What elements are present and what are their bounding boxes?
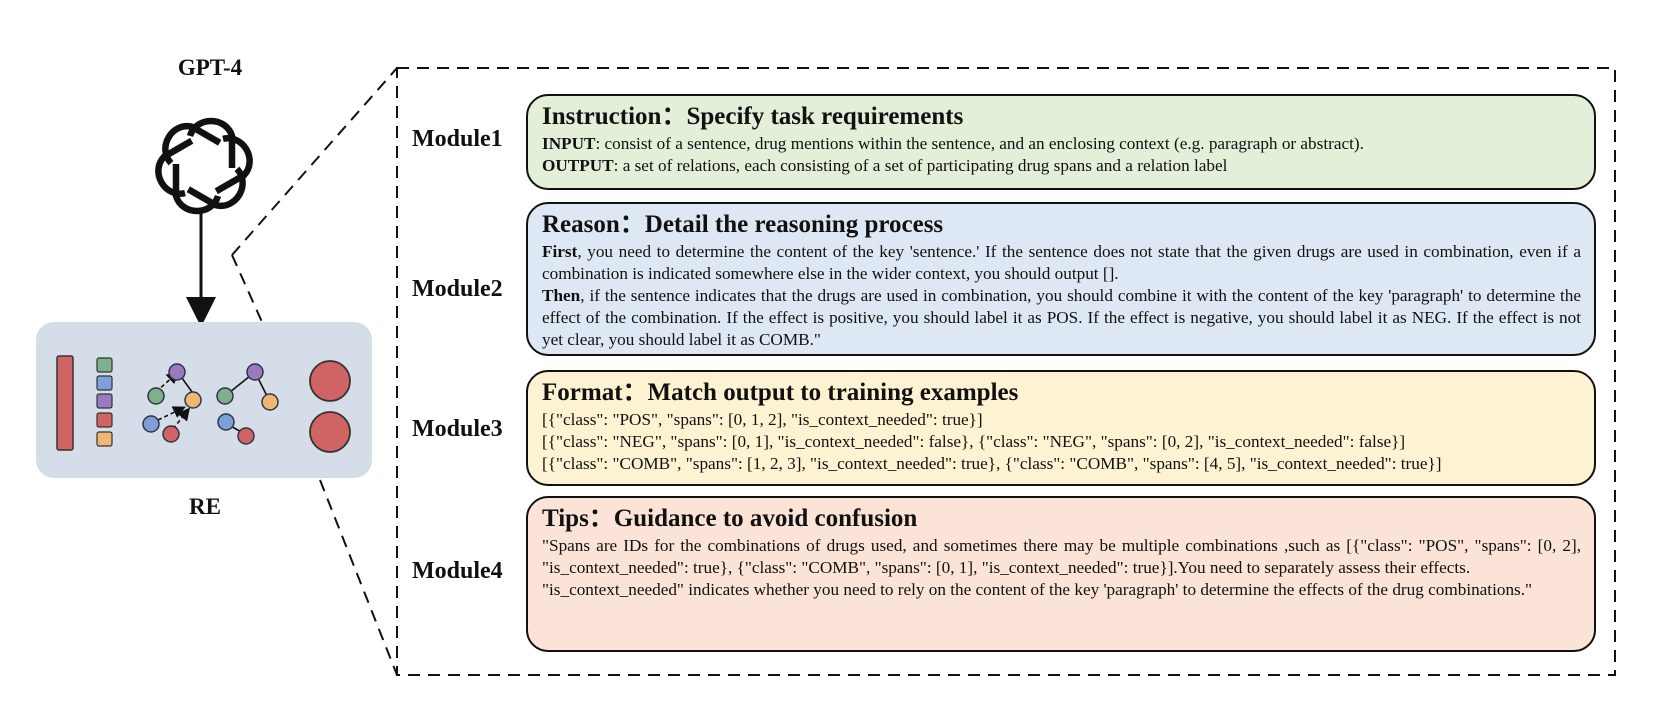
line-text: : consist of a sentence, drug mentions w… — [595, 134, 1364, 153]
module-card-instruction: Instruction：Specify task requirements IN… — [526, 94, 1596, 190]
module-line: [{"class": "NEG", "spans": [0, 1], "is_c… — [542, 432, 1406, 451]
module-line: [{"class": "COMB", "spans": [1, 2, 3], "… — [542, 454, 1442, 473]
line-text: , you need to determine the content of t… — [542, 242, 1581, 283]
module-title: Instruction：Specify task requirements — [542, 103, 964, 130]
module-line: First, you need to determine the content… — [542, 241, 1581, 285]
module-label-4: Module4 — [412, 558, 503, 584]
openai-logo-icon — [155, 117, 253, 215]
module-card-format: Format：Match output to training examples… — [526, 370, 1596, 486]
line-text: , if the sentence indicates that the dru… — [542, 286, 1581, 349]
module-line: OUTPUT: a set of relations, each consist… — [542, 155, 1581, 177]
token-square-blue — [96, 375, 113, 391]
module-label-3: Module3 — [412, 416, 503, 442]
module-line: INPUT: consist of a sentence, drug menti… — [542, 133, 1581, 155]
modules-dashed-frame — [396, 67, 1616, 676]
module-label-2: Module2 — [412, 276, 503, 302]
zoom-line-top — [231, 67, 398, 256]
module-card-tips: Tips：Guidance to avoid confusion "Spans … — [526, 496, 1596, 652]
re-panel — [36, 322, 372, 478]
re-panel-graphics — [56, 355, 351, 453]
graph-with-dashed-arrows — [142, 363, 202, 443]
token-square-red — [96, 412, 113, 428]
zoom-line-bottom — [319, 479, 398, 676]
line-lead: Then — [542, 286, 581, 305]
module-line: "Spans are IDs for the combinations of d… — [542, 536, 1581, 577]
task-label: RE — [189, 494, 221, 519]
module-title: Format：Match output to training examples — [542, 379, 1019, 406]
line-lead: INPUT — [542, 134, 596, 153]
module-label-1: Module1 — [412, 126, 503, 152]
zoom-line-top-inner — [231, 254, 263, 323]
line-lead: First — [542, 242, 578, 261]
token-square-purple — [96, 393, 113, 409]
line-text: : a set of relations, each consisting of… — [613, 156, 1228, 175]
module-line: Then, if the sentence indicates that the… — [542, 285, 1581, 351]
output-circle-top — [309, 360, 351, 402]
graph-solid-edges — [216, 363, 279, 445]
model-title: GPT-4 — [177, 55, 243, 80]
module-card-reason: Reason：Detail the reasoning process Firs… — [526, 202, 1596, 356]
module-line: [{"class": "POS", "spans": [0, 1, 2], "i… — [542, 410, 983, 429]
token-square-green — [96, 357, 113, 373]
red-bar — [56, 355, 74, 451]
output-circle-bottom — [309, 411, 351, 453]
module-title: Reason：Detail the reasoning process — [542, 211, 944, 238]
module-line: "is_context_needed" indicates whether yo… — [542, 580, 1533, 599]
module-title: Tips：Guidance to avoid confusion — [542, 505, 918, 532]
line-lead: OUTPUT — [542, 156, 614, 175]
token-square-orange — [96, 431, 113, 447]
